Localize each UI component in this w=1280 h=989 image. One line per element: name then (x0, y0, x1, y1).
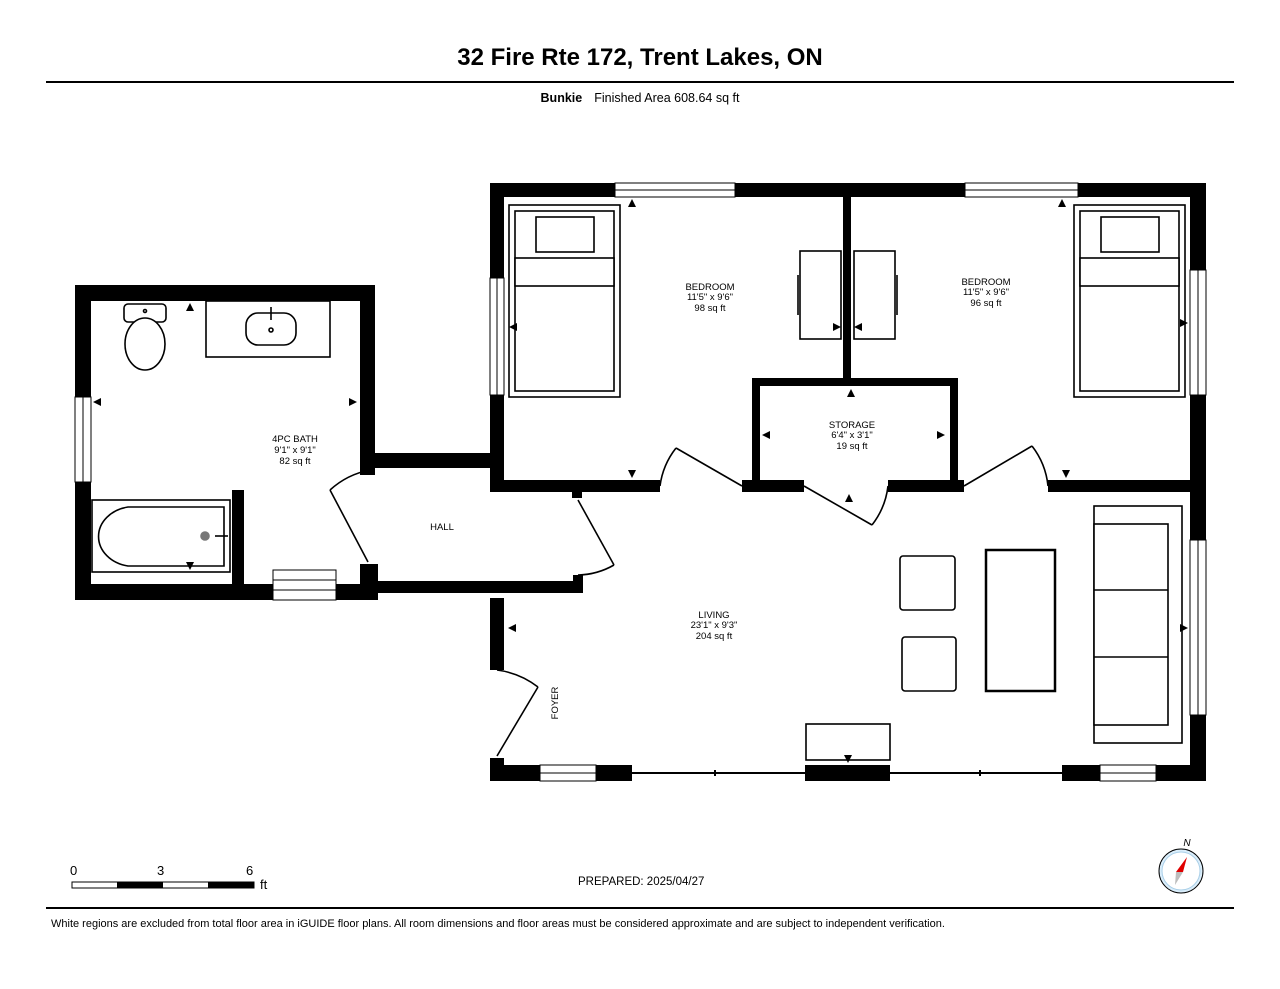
hall-name: HALL (430, 522, 454, 533)
footer-rule (46, 907, 1234, 909)
living-area: 204 sq ft (696, 631, 733, 642)
bedroom2-name: BEDROOM (961, 277, 1010, 288)
storage-name: STORAGE (829, 420, 875, 431)
finished-area: Finished Area 608.64 sq ft (594, 91, 740, 105)
sliding-doors (632, 770, 1062, 776)
bedroom2-area: 96 sq ft (970, 298, 1002, 309)
compass-north-label: N (1183, 838, 1191, 849)
scale-unit: ft (260, 877, 268, 892)
floor-summary: Bunkie Finished Area 608.64 sq ft (0, 91, 1280, 105)
disclaimer: White regions are excluded from total fl… (51, 918, 945, 930)
bath-area: 82 sq ft (279, 456, 311, 467)
bedroom1-dims: 11'5" x 9'6" (687, 292, 733, 303)
bath-dims: 9'1" x 9'1" (274, 445, 316, 456)
furniture (91, 204, 1186, 761)
prepared-date: PREPARED: 2025/04/27 (578, 876, 705, 888)
view-arrows (93, 199, 1188, 763)
scale-label-0: 0 (70, 863, 78, 878)
doors (329, 445, 1049, 757)
bath-name: 4PC BATH (272, 434, 318, 445)
foyer-name: FOYER (550, 687, 561, 720)
walls (75, 183, 1206, 781)
room-labels: BEDROOM 11'5" x 9'6" 98 sq ft BEDROOM 11… (272, 277, 1011, 719)
bedroom1-area: 98 sq ft (694, 303, 726, 314)
bedroom2-dims: 11'5" x 9'6" (963, 287, 1009, 298)
windows (74, 182, 1207, 782)
storage-area: 19 sq ft (836, 441, 868, 452)
bedroom1-name: BEDROOM (685, 282, 734, 293)
scale-bar (71, 881, 255, 889)
header-rule (46, 81, 1234, 83)
living-dims: 23'1" x 9'3" (691, 620, 738, 631)
scale-label-6: 6 (246, 863, 254, 878)
storage-dims: 6'4" x 3'1" (831, 430, 873, 441)
floor-name: Bunkie (540, 91, 583, 105)
compass-icon: N (1158, 838, 1204, 894)
scale-label-3: 3 (157, 863, 165, 878)
living-name: LIVING (698, 610, 729, 621)
plan-title: 32 Fire Rte 172, Trent Lakes, ON (457, 44, 823, 71)
